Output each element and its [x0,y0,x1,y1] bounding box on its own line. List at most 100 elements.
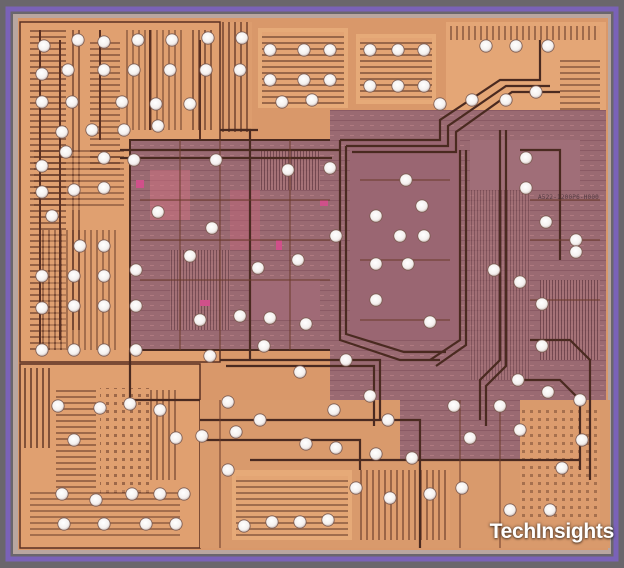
solder-bump [177,487,191,501]
solder-bump [35,95,49,109]
solder-bump [233,309,247,323]
solder-bump [399,173,413,187]
solder-bump [299,437,313,451]
solder-bump [93,401,107,415]
bottom-left-copper-region [19,363,201,549]
solder-bump [115,95,129,109]
solder-bump [529,85,543,99]
solder-bump [417,43,431,57]
solder-bump [97,269,111,283]
solder-bump [543,503,557,517]
routing-traces [120,40,592,548]
solder-bump [61,63,75,77]
solder-bump [503,503,517,517]
solder-bump [299,317,313,331]
solder-bumps [35,31,589,533]
solder-bump [349,481,363,495]
solder-bump [447,399,461,413]
solder-bump [129,343,143,357]
solder-bump [291,253,305,267]
solder-bump [513,423,527,437]
solder-bump [151,205,165,219]
solder-bump [329,441,343,455]
solder-bump [209,153,223,167]
solder-bump [369,447,383,461]
solder-bump [129,299,143,313]
solder-bump [251,261,265,275]
solder-bump [401,257,415,271]
solder-bump [97,239,111,253]
solder-bump [511,373,525,387]
solder-bump [37,39,51,53]
solder-bump [97,517,111,531]
solder-bump [369,293,383,307]
solder-bump [125,487,139,501]
solder-bump [323,73,337,87]
solder-bump [195,429,209,443]
solder-bump [391,79,405,93]
solder-bump [153,403,167,417]
solder-bump [405,451,419,465]
solder-bump [229,425,243,439]
solder-bump [89,493,103,507]
solder-bump [323,43,337,57]
solder-bump [327,403,341,417]
solder-bump [169,517,183,531]
solder-bump [65,95,79,109]
top-right-copper-region [446,22,606,122]
solder-bump [35,269,49,283]
solder-bump [573,393,587,407]
solder-bump [293,515,307,529]
solder-bump [221,395,235,409]
solder-bump [237,519,251,533]
solder-bump [305,93,319,107]
solder-bump [509,39,523,53]
solder-bump [85,123,99,137]
solder-bump [45,209,59,223]
solder-bump [535,297,549,311]
solder-bump [35,67,49,81]
solder-bump [51,399,65,413]
solder-bump [233,63,247,77]
solder-bump [423,315,437,329]
solder-bump [67,183,81,197]
solder-bump [73,239,87,253]
solder-bump [199,63,213,77]
solder-bump [541,39,555,53]
solder-bump [519,151,533,165]
solder-bump [165,33,179,47]
solder-bump [569,233,583,247]
solder-bump [253,413,267,427]
solder-bump [417,79,431,93]
seal-ring [5,6,619,562]
solder-bump [323,161,337,175]
solder-bump [519,181,533,195]
solder-bump [59,145,73,159]
solder-bump [293,365,307,379]
solder-bump [163,63,177,77]
solder-bump [139,517,153,531]
die-marking: A522-1200P6-H000 [538,194,599,201]
solder-bump [57,517,71,531]
solder-bump [257,339,271,353]
right-logic-block [330,110,606,400]
solder-bump [417,229,431,243]
solder-bump [153,487,167,501]
solder-bump [493,399,507,413]
solder-bump [393,229,407,243]
solder-bump [433,97,447,111]
solder-bump [265,515,279,529]
solder-bump [369,209,383,223]
solder-bump [297,43,311,57]
solder-bump [263,43,277,57]
solder-bump [263,311,277,325]
watermark-logo: TechInsights [489,520,615,543]
solder-bump [67,343,81,357]
solder-bump [151,119,165,133]
solder-bump [555,461,569,475]
solder-bump [479,39,493,53]
solder-bump [201,31,215,45]
solder-bump [297,73,311,87]
